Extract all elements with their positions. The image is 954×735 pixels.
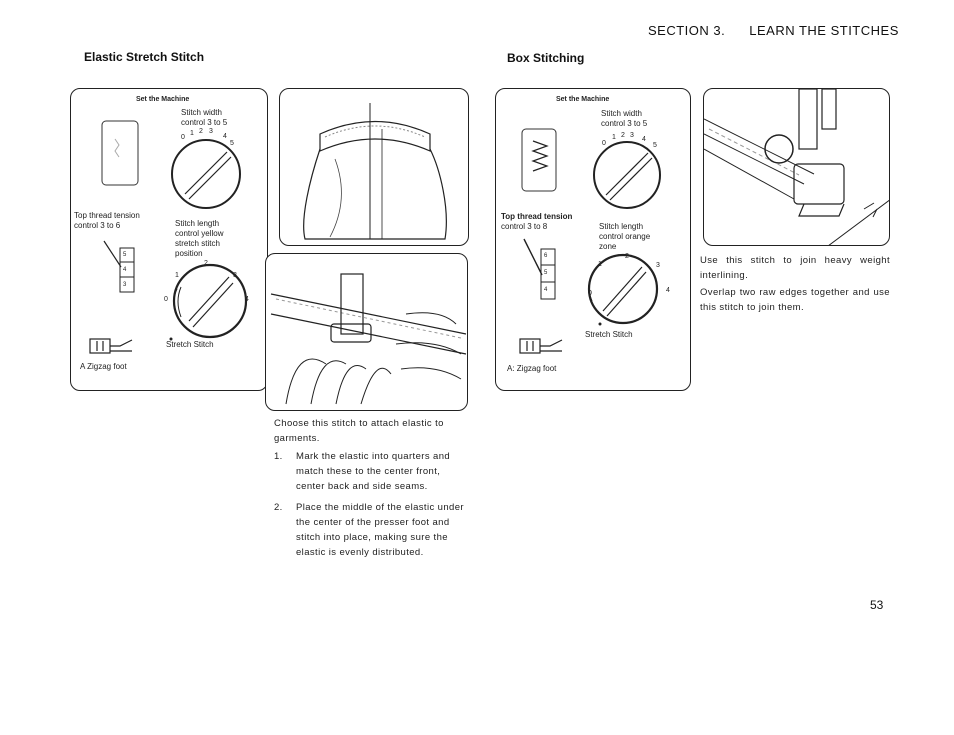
stitch-length-position: position — [175, 249, 203, 259]
skirt-drawing — [280, 89, 469, 246]
width-dial-number: 5 — [653, 141, 657, 151]
width-dial-number: 4 — [223, 132, 227, 142]
garment-illustration-panel — [279, 88, 469, 246]
stitch-length-color: control yellow — [175, 229, 223, 239]
tension-number: 4 — [123, 265, 126, 275]
stitch-length-color: control orange — [599, 232, 650, 242]
stitch-length-label: Stitch length — [599, 222, 643, 232]
stitch-width-range: control 3 to 5 — [181, 118, 227, 128]
section-header: SECTION 3. LEARN THE STITCHES — [648, 23, 899, 38]
section-number: SECTION 3. — [648, 23, 725, 38]
length-dial-number: 4 — [245, 295, 249, 305]
length-dial-number: 0 — [164, 295, 168, 305]
set-machine-label: Set the Machine — [136, 95, 189, 105]
width-dial-number: 0 — [181, 133, 185, 143]
stitch-width-label: Stitch width — [181, 108, 222, 118]
list-item: 2.Place the middle of the elastic under … — [274, 500, 468, 560]
stretch-stitch-label: Stretch Stitch — [166, 340, 214, 350]
stitch-length-zone: zone — [599, 242, 616, 252]
width-dial-number: 2 — [621, 131, 625, 141]
step-number: 1. — [274, 449, 296, 494]
step-number: 2. — [274, 500, 296, 560]
length-dial-number: 1 — [598, 260, 602, 270]
stitch-length-mode: stretch stitch — [175, 239, 220, 249]
sewing-elastic-drawing — [266, 254, 468, 411]
width-dial-number: 2 — [199, 127, 203, 137]
step-text: Place the middle of the elastic under th… — [296, 500, 468, 560]
length-dial-number: 1 — [175, 271, 179, 281]
stitch-width-label: Stitch width — [601, 109, 642, 119]
top-thread-label: Top thread tension — [74, 211, 140, 221]
length-dial-number: 2 — [204, 259, 208, 269]
length-dial-number: 2 — [625, 252, 629, 262]
length-dial-number: 0 — [588, 289, 592, 299]
stitch-width-range: control 3 to 5 — [601, 119, 647, 129]
page-number: 53 — [870, 598, 883, 612]
length-dial-number: 4 — [666, 286, 670, 296]
tension-number: 6 — [544, 251, 547, 261]
width-dial-number: 5 — [230, 139, 234, 149]
top-thread-range: control 3 to 6 — [74, 221, 120, 231]
zigzag-foot-label: A Zigzag foot — [80, 362, 127, 372]
tension-number: 5 — [123, 250, 126, 260]
sewing-illustration-panel — [265, 253, 468, 411]
list-item: 1.Mark the elastic into quarters and mat… — [274, 449, 468, 494]
elastic-steps-list: 1.Mark the elastic into quarters and mat… — [274, 449, 468, 566]
elastic-settings-panel: Set the Machine Stitch width control 3 t… — [70, 88, 268, 391]
box-stitching-drawing — [704, 89, 890, 246]
box-use-text: Use this stitch to join heavy weight int… — [700, 253, 890, 283]
elastic-intro-text: Choose this stitch to attach elastic to … — [274, 416, 468, 446]
box-overlap-text: Overlap two raw edges together and use t… — [700, 285, 890, 315]
length-dial-number: 3 — [656, 261, 660, 271]
set-machine-label: Set the Machine — [556, 95, 609, 105]
stitch-length-label: Stitch length — [175, 219, 219, 229]
top-thread-label: Top thread tension — [501, 212, 572, 222]
width-dial-number: 3 — [630, 131, 634, 141]
tension-number: 3 — [123, 280, 126, 290]
width-dial-number: 3 — [209, 127, 213, 137]
step-text: Mark the elastic into quarters and match… — [296, 449, 468, 494]
width-dial-number: 1 — [612, 133, 616, 143]
width-dial-number: 0 — [602, 139, 606, 149]
tension-number: 5 — [544, 268, 547, 278]
presser-foot-illustration-panel — [703, 88, 890, 246]
section-title: LEARN THE STITCHES — [749, 23, 899, 38]
box-stitching-heading: Box Stitching — [507, 51, 584, 65]
width-dial-number: 4 — [642, 135, 646, 145]
zigzag-foot-label: A: Zigzag foot — [507, 364, 556, 374]
box-settings-panel: Set the Machine Stitch width control 3 t… — [495, 88, 691, 391]
width-dial-number: 1 — [190, 129, 194, 139]
tension-number: 4 — [544, 285, 547, 295]
top-thread-range: control 3 to 8 — [501, 222, 547, 232]
elastic-stretch-heading: Elastic Stretch Stitch — [84, 50, 204, 64]
box-settings-drawing — [496, 89, 691, 391]
stretch-stitch-label: Stretch Stitch — [585, 330, 633, 340]
length-dial-number: 3 — [233, 271, 237, 281]
